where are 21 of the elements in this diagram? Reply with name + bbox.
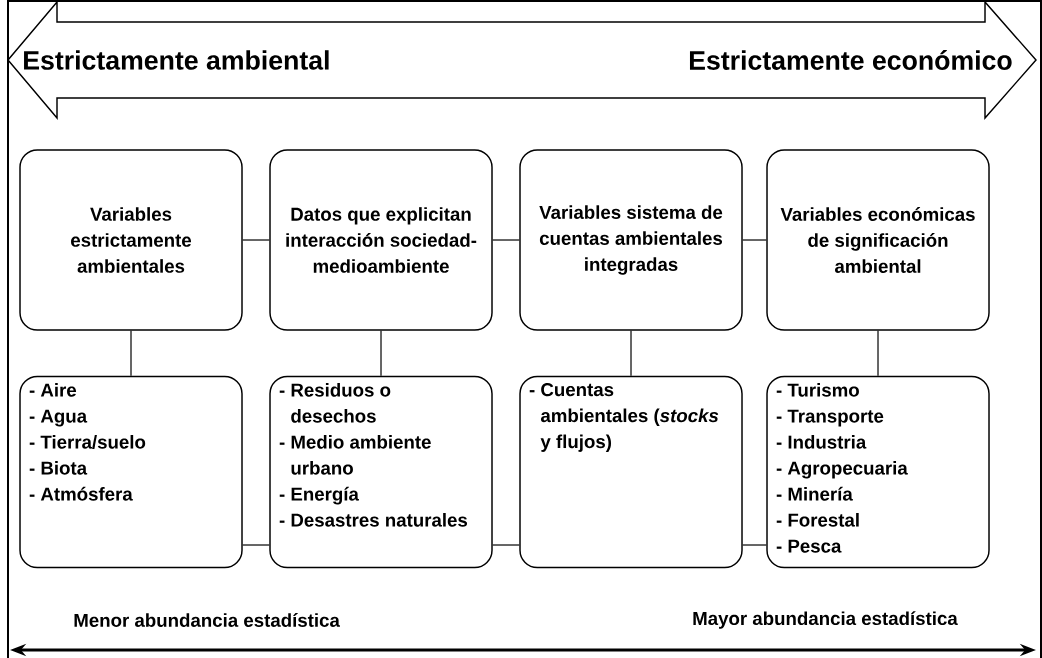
double-arrow-banner: Estrictamente ambiental Estrictamente económico — [7, 0, 1037, 120]
item-list-box: - Residuos o desechos - Medio ambiente urbano - Energía - Desastres naturales — [269, 375, 493, 569]
connector-line — [242, 239, 270, 241]
item-list-box: - Turismo - Transporte - Industria - Agropecuaria - Minería - Forestal - Pesca — [766, 375, 990, 569]
connector-line — [380, 330, 382, 377]
connector-line — [742, 544, 767, 546]
connector-line — [742, 239, 767, 241]
connector-line — [630, 330, 632, 377]
category-box: Variables económicas de significación ambiental — [766, 149, 990, 331]
category-box: Datos que explicitan interacción sociedad-medioambiente — [269, 149, 493, 331]
connector-line — [877, 330, 879, 377]
scale-label: Menor abundancia estadística — [74, 613, 340, 627]
item-list-box: - Cuentas ambientales (stocks y flujos) — [519, 375, 743, 569]
category-box: Variables estrictamente ambientales — [19, 149, 243, 331]
connector-line — [242, 544, 270, 546]
connector-line — [492, 239, 520, 241]
scale-label: Mayor abundancia estadística — [693, 611, 958, 629]
connector-line — [492, 544, 520, 546]
item-list-box: - Aire - Agua - Tierra/suelo - Biota - Atmósfera — [19, 375, 243, 569]
connector-line — [130, 330, 132, 377]
category-box: Variables sistema de cuentas ambientales integradas — [519, 149, 743, 331]
